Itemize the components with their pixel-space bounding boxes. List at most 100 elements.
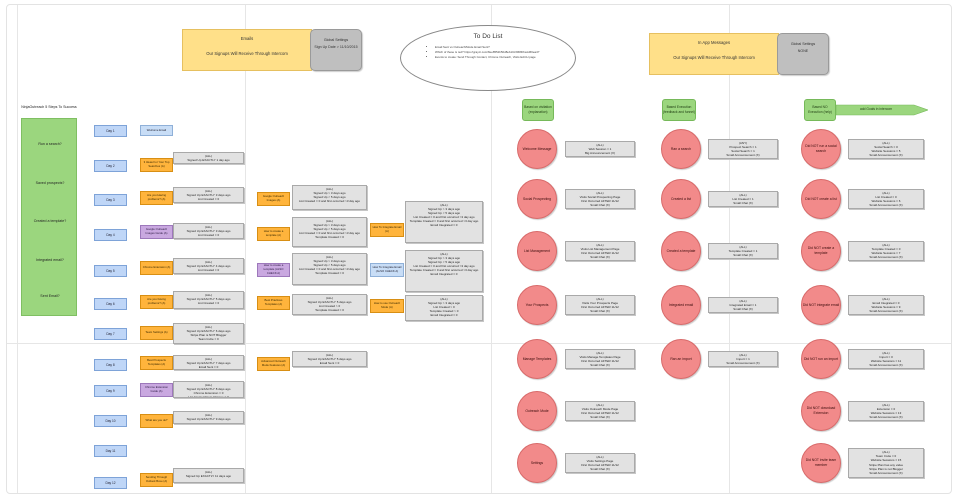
todo-item: Email Sent vs Outreach/Mode Email Sent?	[435, 45, 575, 50]
day-box[interactable]: Day 4	[94, 229, 127, 241]
condition-box: (ALL) Signed Up EXACTLY 8 days ago Chrom…	[173, 381, 244, 398]
email-box[interactable]: How to create a template (ALSO CHECK A)	[257, 263, 290, 277]
condition-box: (ALL) Signed Up > 3 days ago Signed Up <…	[292, 217, 367, 247]
email-box[interactable]: Google Outreach Images Guide (A)	[140, 225, 173, 239]
condition-box: (ALL) Visits Social Prospecting Page Fir…	[565, 188, 635, 210]
state-circle[interactable]: Integrated email	[661, 285, 701, 325]
condition-box: (ALL) Visits Settings Page First Occurre…	[565, 452, 635, 474]
day-box[interactable]: Day 10	[94, 415, 127, 427]
condition-box: (ALL) Extension = 0 Website Sessions = 1…	[848, 400, 924, 422]
condition-box: (ALL) Signed Up EXACTLY 5 days ago List …	[173, 291, 244, 309]
email-box[interactable]: Welcome Email	[140, 125, 173, 136]
email-box[interactable]: How to create a template (A)	[257, 227, 290, 241]
state-circle[interactable]: Did NOT create a list	[801, 179, 841, 219]
email-box[interactable]: Are you Having problems? (A)	[140, 191, 173, 205]
state-circle[interactable]: Created a template	[661, 231, 701, 271]
state-circle[interactable]: Did NOT create a template	[801, 231, 841, 271]
email-box[interactable]: How To Integrate Email (ALSO CHECK A)	[370, 263, 404, 277]
condition-box: (ALL) Signed Up > 3 days ago List Create…	[405, 295, 483, 321]
email-box[interactable]: How To Integrate Email (A)	[370, 223, 404, 237]
todo-list: To Do List Email Sent vs Outreach/Mode E…	[400, 25, 576, 91]
email-box[interactable]: Are you having problems? (A)	[140, 295, 173, 309]
step-label: Sent Email?	[40, 294, 60, 298]
state-circle[interactable]: Ran an import	[661, 339, 701, 379]
day-box[interactable]: Day 5	[94, 265, 127, 277]
day-box[interactable]: Day 1	[94, 125, 127, 137]
day-box[interactable]: Day 11	[94, 445, 127, 457]
condition-box: (ALL) Signed Up > 3 days ago Signed Up <…	[292, 185, 367, 210]
no-execution-header: Based NO Execution (help)	[804, 99, 836, 121]
state-circle[interactable]: Did NOT invite team member	[801, 443, 841, 483]
emails-global-settings: Global Settings Sign Up Date > 11/10/201…	[310, 29, 362, 71]
inapp-global-settings: Global Settings NONE	[777, 33, 829, 75]
step-label: Run a search?	[38, 142, 62, 146]
todo-items: Email Sent vs Outreach/Mode Email Sent? …	[401, 45, 575, 60]
global-settings-title: Global Settings	[790, 42, 816, 46]
inapp-header-subtitle: Our Signups Will Receive Through Interco…	[673, 55, 755, 61]
condition-box: (ALL) Web Session = 1 Big Announcement (…	[565, 140, 635, 158]
day-box[interactable]: Day 3	[94, 194, 127, 206]
condition-box: (ALL) Team Invite = 0 Website Sessions =…	[848, 448, 924, 478]
condition-box: (ALL) Visits Outreach Mode Page First Oc…	[565, 400, 635, 422]
step-label: Saved prospects?	[35, 181, 65, 185]
email-box[interactable]: Team Settings (A)	[140, 326, 173, 340]
grid-line	[17, 5, 18, 493]
email-box[interactable]: Chrome Extension Guide (A)	[140, 383, 173, 397]
emails-header: Emails Our Signups Will Receive Through …	[182, 29, 312, 71]
state-circle[interactable]: Did NOT run an import	[801, 339, 841, 379]
condition-box: (ANY) Prospect Search = 1 Social Search …	[708, 138, 778, 160]
goals-label: add Goals in intercom	[860, 107, 893, 111]
email-box[interactable]: 3 Ideas For Your Top Searches (A)	[140, 158, 173, 172]
day-box[interactable]: Day 6	[94, 298, 127, 310]
day-box[interactable]: Day 2	[94, 160, 127, 172]
state-circle[interactable]: Manage Templates	[517, 339, 557, 379]
goals-arrow: add Goals in intercom	[836, 103, 928, 117]
state-circle[interactable]: List Management	[517, 231, 557, 271]
arrow-icon	[836, 104, 928, 116]
email-box[interactable]: Best Prospects Templates (A)	[140, 356, 173, 370]
day-box[interactable]: Day 7	[94, 328, 127, 340]
day-box[interactable]: Day 8	[94, 359, 127, 371]
condition-box: (ALL) Signed Up EXACTLY 5 days ago List …	[292, 294, 367, 315]
condition-box: (ALL) List Created = 1 Small Chat (X)	[708, 190, 778, 208]
state-circle[interactable]: Did NOT download Extension	[801, 391, 841, 431]
email-box[interactable]: Chrome Extension (A)	[140, 261, 173, 275]
condition-box: (ALL) Email Integrated = 0 Website Sessi…	[848, 294, 924, 316]
state-circle[interactable]: Created a list	[661, 179, 701, 219]
email-box[interactable]: Advanced Outreach Mode Features (A)	[257, 357, 290, 371]
step-label: Created a template?	[33, 219, 67, 223]
state-circle[interactable]: Did NOT run a social search	[801, 129, 841, 169]
condition-box: (ALL) Signed Up EXACTLY 1 day ago	[173, 152, 244, 164]
condition-box: (ALL) Signed Up EXACTLY 11 days ago	[173, 468, 244, 483]
state-circle[interactable]: Did NOT integrate email	[801, 285, 841, 325]
emails-header-subtitle: Our Signups Will Receive Through Interco…	[206, 51, 288, 57]
state-circle[interactable]: Your Prospects	[517, 285, 557, 325]
email-box[interactable]: Sending Through Outlook Boxe (A)	[140, 473, 173, 487]
inapp-header-title: In App Messages	[697, 40, 731, 45]
day-box[interactable]: Day 12	[94, 477, 127, 489]
state-circle[interactable]: Outreach Mode	[517, 391, 557, 431]
todo-item: Events to create: Send Through Contact, …	[435, 55, 575, 60]
condition-box: (ALL) Template Created = 0 Website Sessi…	[848, 240, 924, 262]
state-circle[interactable]: Social Prospecting	[517, 179, 557, 219]
condition-box: (ALL) Signed Up EXACTLY 5 days ago Email…	[292, 351, 367, 367]
email-box[interactable]: What are you ok?	[140, 414, 173, 428]
steps-column: Run a search? Saved prospects? Created a…	[21, 118, 77, 316]
todo-item: Which of these is red? https://graycr.co…	[435, 50, 575, 55]
grid-line	[7, 343, 951, 344]
email-box[interactable]: Best Practices Templates (A)	[257, 296, 290, 310]
state-circle[interactable]: Ran a search	[661, 129, 701, 169]
condition-box: (ALL) Signed Up > 3 days ago Signed Up <…	[405, 201, 483, 243]
condition-box: (ALL) Visits Manage Templates Page First…	[565, 348, 635, 370]
global-settings-title: Global Settings	[323, 38, 349, 42]
email-box[interactable]: How to use Outreach Mode (A)	[370, 299, 404, 313]
condition-box: (ALL) Visits List Management Page First …	[565, 240, 635, 262]
state-circle[interactable]: Welcome Message	[517, 129, 557, 169]
visitation-header: Based on visitation (explanation)	[522, 99, 554, 121]
condition-box: (ALL) Signed Up EXACTLY 6 days ago Strip…	[173, 323, 244, 344]
global-settings-value: NONE	[797, 48, 809, 53]
email-box[interactable]: Google Outreach Images (A)	[257, 192, 290, 206]
condition-box: (ALL) Integrated Email = 1 Small Chat (X…	[708, 296, 778, 314]
state-circle[interactable]: Settings	[517, 443, 557, 483]
day-box[interactable]: Day 9	[94, 385, 127, 397]
